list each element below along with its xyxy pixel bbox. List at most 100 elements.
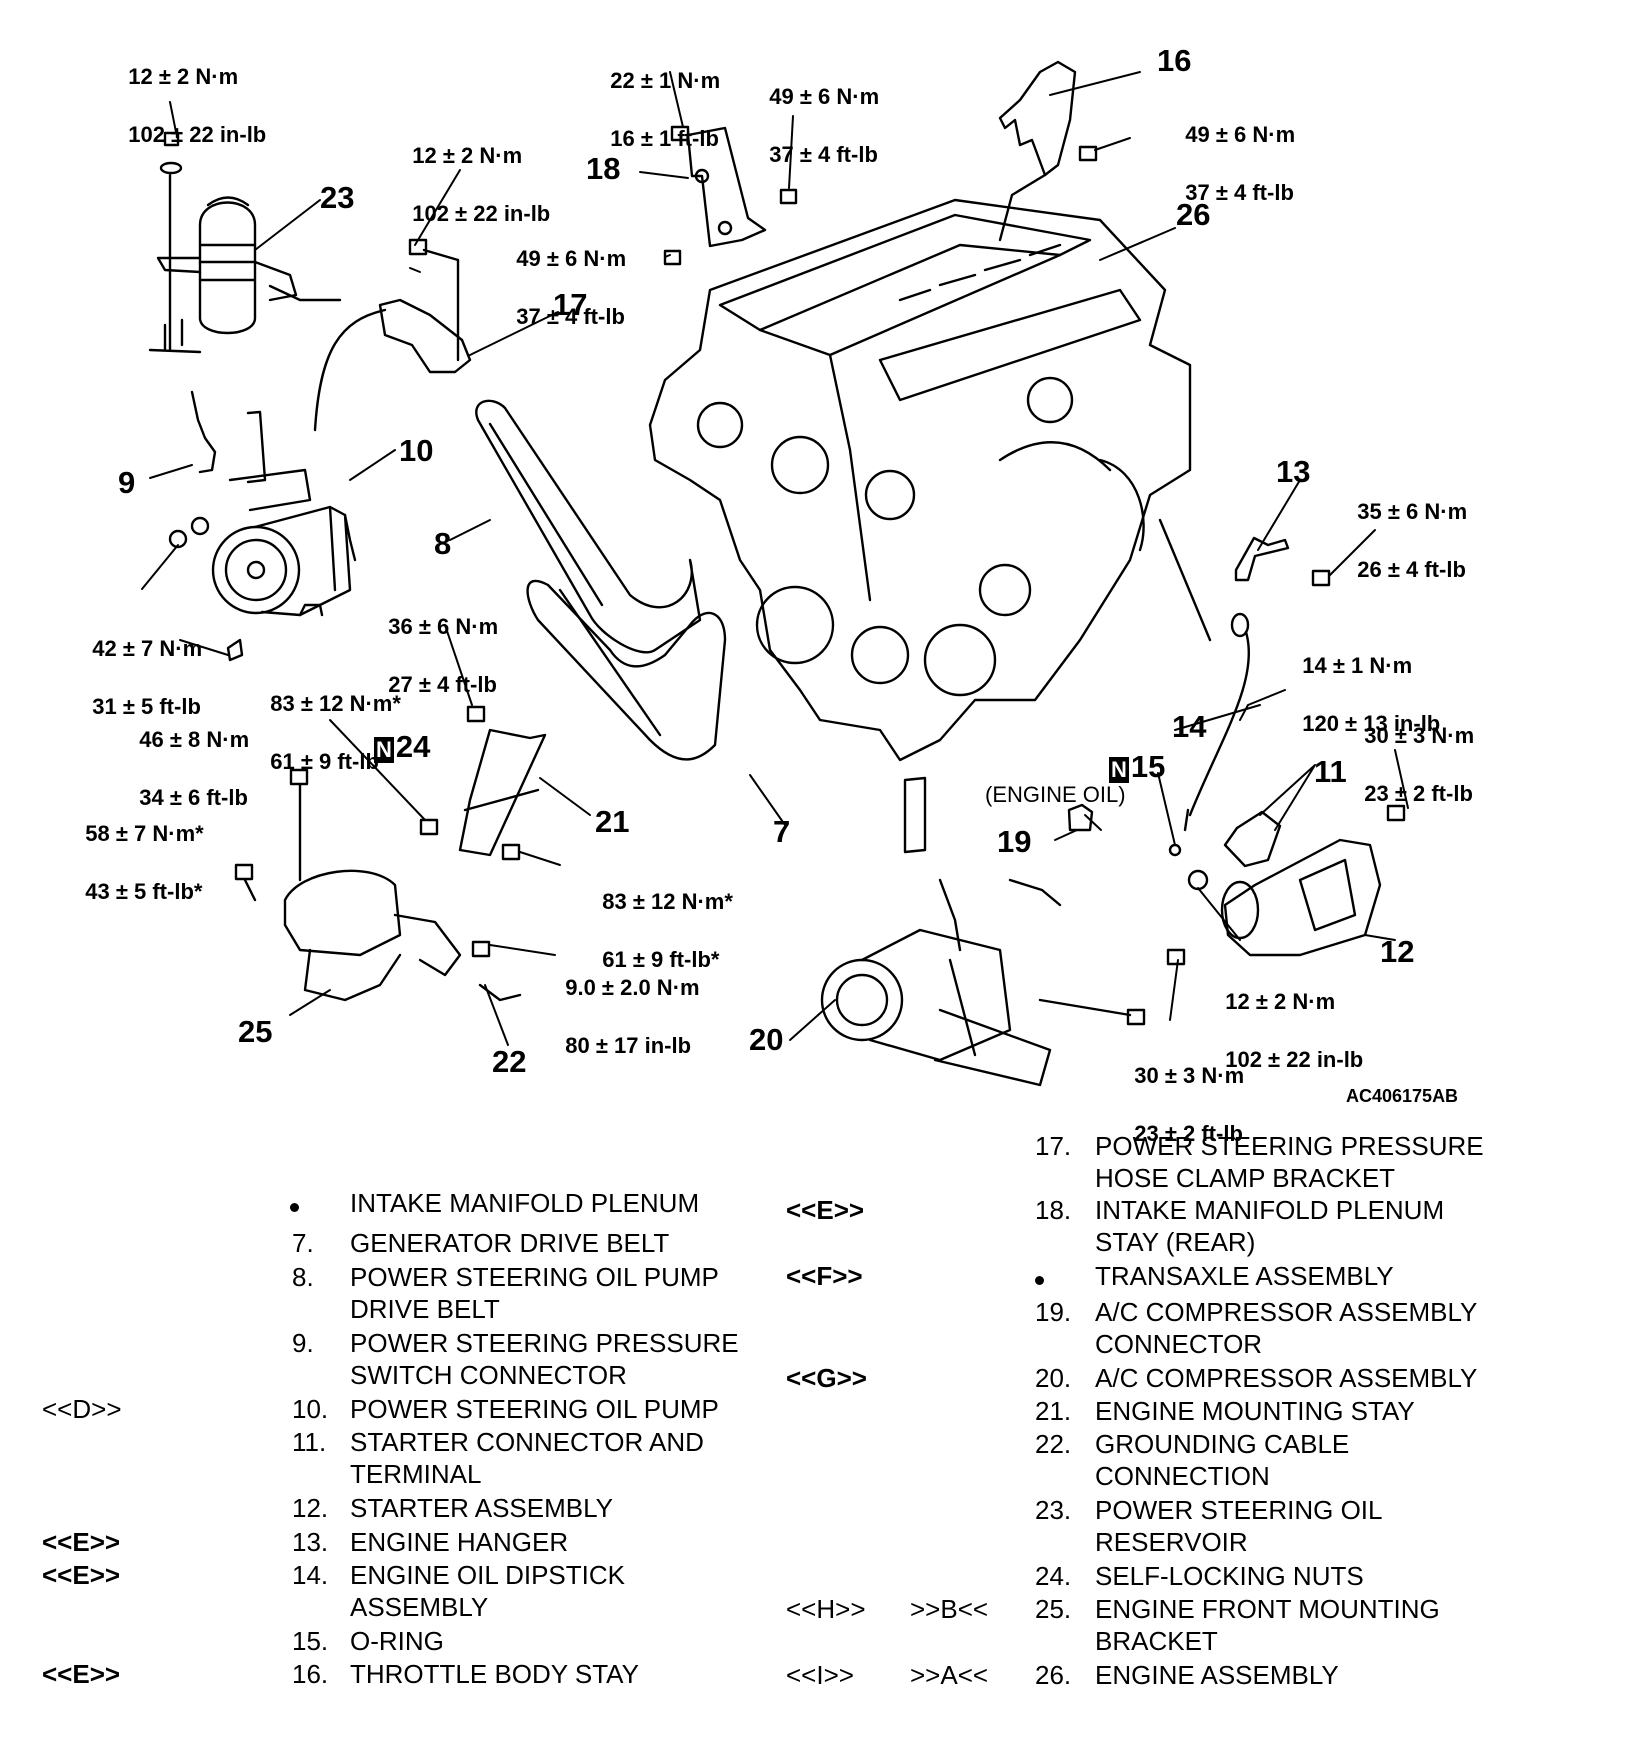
- legend-num: 20.: [1035, 1363, 1072, 1393]
- legend-mark: <<E>>: [42, 1527, 121, 1557]
- legend-text: A/C COMPRESSOR ASSEMBLY: [1095, 1363, 1478, 1393]
- torque-spec: 49 ± 6 N·m 37 ± 4 ft-lb: [757, 53, 879, 169]
- legend-mark: <<E>>: [786, 1195, 865, 1225]
- torque-metric: 9.0 ± 2.0 N·m: [565, 975, 700, 1000]
- legend-bullet: [1035, 1260, 1044, 1292]
- torque-metric: 49 ± 6 N·m: [1185, 122, 1296, 147]
- torque-metric: 12 ± 2 N·m: [412, 143, 523, 168]
- legend-text: POWER STEERING OIL: [1095, 1495, 1383, 1525]
- n-marker-icon: N: [374, 737, 394, 763]
- power-steering-oil-pump: [168, 238, 472, 662]
- legend-mark: <<E>>: [42, 1560, 121, 1590]
- torque-metric: 30 ± 3 N·m: [1364, 723, 1475, 748]
- legend-text: STAY (REAR): [1095, 1227, 1256, 1257]
- torque-spec: 35 ± 6 N·m 26 ± 4 ft-lb: [1345, 468, 1467, 584]
- torque-spec: 42 ± 7 N·m 31 ± 5 ft-lb: [80, 605, 202, 721]
- legend-text: SELF-LOCKING NUTS: [1095, 1561, 1364, 1591]
- figure-id: AC406175AB: [1346, 1086, 1459, 1106]
- legend-text: O-RING: [350, 1626, 444, 1656]
- torque-spec: 58 ± 7 N·m* 43 ± 5 ft-lb*: [73, 790, 204, 906]
- legend-mark: <<G>>: [786, 1363, 867, 1393]
- legend-mark: <<D>>: [42, 1394, 122, 1424]
- legend-text: ENGINE FRONT MOUNTING: [1095, 1594, 1440, 1624]
- callout-number: 22: [492, 1044, 527, 1079]
- torque-imperial: 43 ± 5 ft-lb*: [85, 879, 203, 904]
- legend-text: ENGINE HANGER: [350, 1527, 569, 1557]
- legend-text: INTAKE MANIFOLD PLENUM: [350, 1188, 700, 1218]
- legend-text: POWER STEERING OIL PUMP: [350, 1394, 719, 1424]
- callout-number: 8: [434, 526, 452, 561]
- engine-hanger: [1234, 536, 1331, 587]
- legend-mark-secondary: >>A<<: [910, 1660, 989, 1690]
- legend-mark: <<I>>: [786, 1660, 854, 1690]
- callout-number: 21: [595, 804, 630, 839]
- legend-text: INTAKE MANIFOLD PLENUM: [1095, 1195, 1445, 1225]
- torque-spec: 12 ± 2 N·m 102 ± 22 in-lb: [1213, 958, 1363, 1074]
- callout-number: 16: [1157, 43, 1192, 78]
- drive-belts: [475, 399, 727, 761]
- torque-imperial: 37 ± 4 ft-lb: [516, 304, 625, 329]
- legend-num: 12.: [292, 1493, 329, 1523]
- torque-spec: 30 ± 3 N·m 23 ± 2 ft-lb: [1122, 1032, 1244, 1148]
- engine-front-mounting-bracket: [234, 768, 522, 1002]
- torque-imperial: 27 ± 4 ft-lb: [388, 672, 497, 697]
- callout-number: 10: [399, 433, 434, 468]
- torque-metric: 35 ± 6 N·m: [1357, 499, 1468, 524]
- callout-number: 18: [586, 151, 621, 186]
- legend-num: 18.: [1035, 1195, 1072, 1225]
- legend-num: 22.: [1035, 1429, 1072, 1459]
- legend-text: TRANSAXLE ASSEMBLY: [1095, 1261, 1394, 1291]
- torque-metric: 58 ± 7 N·m*: [85, 821, 204, 846]
- torque-metric: 83 ± 12 N·m*: [270, 691, 401, 716]
- intake-manifold-plenum-stay: [663, 125, 798, 266]
- engine-mounting-stay: [419, 705, 547, 857]
- torque-imperial: 120 ± 13 in-lb: [1302, 711, 1441, 736]
- torque-spec: 12 ± 2 N·m 102 ± 22 in-lb: [400, 112, 550, 228]
- legend-mark: <<E>>: [42, 1659, 121, 1689]
- torque-imperial: 37 ± 4 ft-lb: [769, 142, 878, 167]
- legend-num: 26.: [1035, 1660, 1072, 1690]
- torque-imperial: 61 ± 9 ft-lb*: [602, 947, 720, 972]
- torque-metric: 42 ± 7 N·m: [92, 636, 203, 661]
- legend-num: 9.: [292, 1328, 314, 1358]
- legend-text: POWER STEERING PRESSURE: [350, 1328, 739, 1358]
- legend-text: POWER STEERING PRESSURE: [1095, 1131, 1484, 1161]
- bullet-icon: [290, 1203, 299, 1212]
- legend-text: POWER STEERING OIL PUMP: [350, 1262, 719, 1292]
- legend-num: 13.: [292, 1527, 329, 1557]
- callout-number: 12: [1380, 934, 1415, 969]
- torque-metric: 12 ± 2 N·m: [1225, 989, 1336, 1014]
- engine-assembly: [648, 198, 1212, 762]
- torque-metric: 83 ± 12 N·m*: [602, 889, 733, 914]
- legend-num: 23.: [1035, 1495, 1072, 1525]
- legend-text: CONNECTION: [1095, 1461, 1270, 1491]
- torque-imperial: 37 ± 4 ft-lb: [1185, 180, 1294, 205]
- legend-num: 11.: [292, 1427, 327, 1457]
- legend-text: TERMINAL: [350, 1459, 482, 1489]
- torque-imperial: 16 ± 1 ft-lb: [610, 126, 719, 151]
- torque-spec: 46 ± 8 N·m 34 ± 6 ft-lb: [127, 696, 249, 812]
- engine-oil-dipstick: [1067, 612, 1251, 857]
- ac-compressor-assembly: [820, 776, 1146, 1087]
- legend-text: DRIVE BELT: [350, 1294, 500, 1324]
- legend-text: ENGINE OIL DIPSTICK: [350, 1560, 625, 1590]
- legend-num: 17.: [1035, 1131, 1072, 1161]
- torque-spec: 36 ± 6 N·m 27 ± 4 ft-lb: [376, 583, 498, 699]
- legend-text: GENERATOR DRIVE BELT: [350, 1228, 670, 1258]
- torque-imperial: 102 ± 22 in-lb: [412, 201, 551, 226]
- starter-assembly: [1166, 804, 1406, 966]
- torque-imperial: 102 ± 22 in-lb: [1225, 1047, 1364, 1072]
- torque-spec: 14 ± 1 N·m 120 ± 13 in-lb: [1290, 622, 1440, 738]
- legend-num: 16.: [292, 1659, 329, 1689]
- torque-spec: 83 ± 12 N·m* 61 ± 9 ft-lb*: [590, 858, 733, 974]
- callout-number: 13: [1276, 454, 1311, 489]
- legend-text: STARTER ASSEMBLY: [350, 1493, 613, 1523]
- torque-imperial: 102 ± 22 in-lb: [128, 122, 267, 147]
- torque-imperial: 34 ± 6 ft-lb: [139, 785, 248, 810]
- torque-metric: 36 ± 6 N·m: [388, 614, 499, 639]
- legend-text: A/C COMPRESSOR ASSEMBLY: [1095, 1297, 1478, 1327]
- bullet-icon: [1035, 1276, 1044, 1285]
- torque-metric: 30 ± 3 N·m: [1134, 1063, 1245, 1088]
